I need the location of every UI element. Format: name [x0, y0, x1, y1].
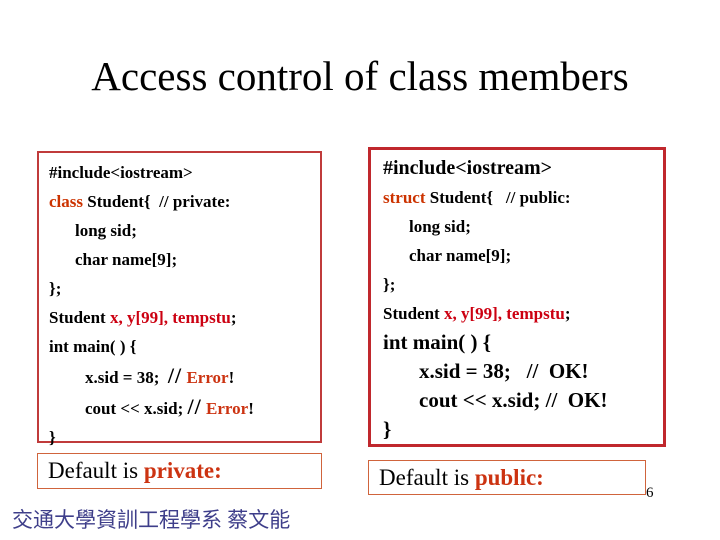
default-label-text: Default is	[379, 464, 475, 490]
code-segment: }	[383, 417, 392, 441]
code-line: long sid;	[383, 212, 663, 241]
code-line: x.sid = 38; // OK!	[383, 357, 663, 386]
default-label-highlight: private:	[143, 458, 222, 483]
code-line: cout << x.sid; // Error!	[49, 392, 320, 423]
code-line: #include<iostream>	[383, 154, 663, 183]
code-segment: x.sid = 38; // OK!	[419, 359, 589, 383]
code-line: };	[383, 270, 663, 299]
code-segment: }	[49, 428, 56, 447]
code-segment: char name[9];	[75, 250, 178, 269]
code-segment: Error	[206, 399, 249, 418]
code-line: }	[383, 415, 663, 444]
code-segment: cout << x.sid;	[85, 399, 188, 418]
page-title: Access control of class members	[91, 53, 629, 99]
code-segment: !	[228, 368, 235, 387]
code-line: Student x, y[99], tempstu;	[49, 303, 320, 332]
code-segment: cout << x.sid; // OK!	[419, 388, 608, 412]
code-segment: x, y[99], tempstu	[109, 308, 231, 327]
code-segment: #include<iostream>	[383, 157, 553, 179]
code-segment: };	[49, 279, 62, 298]
footer-affiliation: 交通大學資訓工程學系 蔡文能	[12, 508, 291, 532]
code-line: class Student{ // private:	[49, 187, 320, 216]
code-segment: x, y[99], tempstu	[443, 304, 565, 323]
code-segment: #include<iostream>	[49, 163, 193, 182]
code-segment: Student{ // private:	[83, 192, 231, 211]
code-line: struct Student{ // public:	[383, 183, 663, 212]
code-segment: char name[9];	[409, 246, 512, 265]
code-segment: //	[167, 363, 183, 388]
code-segment: long sid;	[75, 221, 137, 240]
code-segment: long sid;	[409, 217, 471, 236]
right-default-label: Default is public:	[368, 460, 646, 495]
code-segment: x.sid = 38;	[85, 368, 168, 387]
code-segment: int main( ) {	[383, 330, 492, 354]
code-segment: Student{ // public:	[425, 188, 571, 207]
code-line: Student x, y[99], tempstu;	[383, 299, 663, 328]
code-segment: class	[49, 192, 83, 211]
code-line: };	[49, 274, 320, 303]
left-default-label: Default is private:	[37, 453, 322, 489]
code-segment: ;	[564, 304, 571, 323]
code-line: #include<iostream>	[49, 158, 320, 187]
code-line: long sid;	[49, 216, 320, 245]
code-line: char name[9];	[383, 241, 663, 270]
code-segment: ;	[230, 308, 237, 327]
code-segment: Student	[383, 304, 444, 323]
code-line: int main( ) {	[383, 328, 663, 357]
code-line: x.sid = 38; // Error!	[49, 361, 320, 392]
default-label-highlight: public:	[474, 464, 544, 490]
left-code-box: #include<iostream> class Student{ // priv…	[37, 151, 322, 447]
code-segment: !	[248, 399, 254, 418]
code-line: }	[49, 423, 320, 452]
code-segment: int main( ) {	[49, 337, 137, 356]
page-number: 6	[646, 485, 654, 501]
code-line: char name[9];	[49, 245, 320, 274]
code-line: int main( ) {	[49, 332, 320, 361]
code-segment: Student	[49, 308, 110, 327]
code-segment: struct	[383, 188, 426, 207]
default-label-text: Default is	[48, 458, 144, 483]
code-segment: //	[187, 394, 202, 419]
code-segment: Error	[186, 368, 229, 387]
right-code-box: #include<iostream> struct Student{ // pub…	[368, 147, 666, 447]
code-line: cout << x.sid; // OK!	[383, 386, 663, 415]
code-segment: };	[383, 275, 396, 294]
